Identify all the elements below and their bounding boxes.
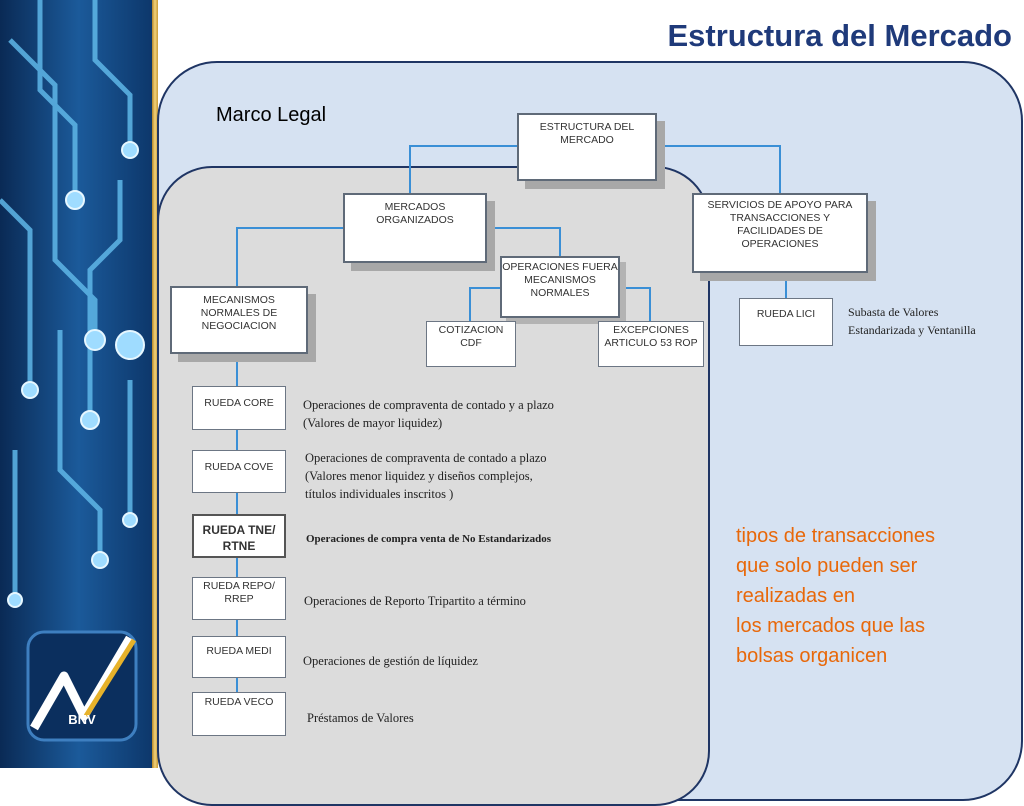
- servicios-apoyo-box: SERVICIOS DE APOYO PARA TRANSACCIONES Y …: [692, 193, 868, 273]
- rueda-cove-label: RUEDA COVE: [204, 461, 274, 473]
- rueda-veco-box: RUEDA VECO: [192, 692, 286, 736]
- excepciones-label: EXCEPCIONES ARTICULO 53 ROP: [604, 324, 698, 349]
- cotizacion-cdf-label: COTIZACION CDF: [438, 324, 504, 349]
- rueda-core-label: RUEDA CORE: [204, 397, 274, 409]
- operaciones-fuera-label: OPERACIONES FUERA MECANISMOS NORMALES: [502, 261, 618, 299]
- rueda-medi-box: RUEDA MEDI: [192, 636, 286, 678]
- rueda-cove-desc: Operaciones de compraventa de contado a …: [305, 451, 547, 501]
- rueda-lici-label: RUEDA LICI: [756, 308, 816, 320]
- rueda-medi-label: RUEDA MEDI: [206, 645, 272, 657]
- rueda-core-box: RUEDA CORE: [192, 386, 286, 430]
- marco-legal-label: Marco Legal: [216, 104, 327, 126]
- estructura-mercado-box: ESTRUCTURA DEL MERCADO: [517, 113, 657, 181]
- estructura-mercado-label: ESTRUCTURA DEL MERCADO: [539, 121, 635, 146]
- rueda-tne-desc: Operaciones de compra venta de No Estand…: [306, 533, 552, 545]
- transacciones-note: tipos de transacciones que solo pueden s…: [736, 525, 936, 667]
- rueda-tne-box: RUEDA TNE/ RTNE: [192, 514, 286, 558]
- rueda-medi-desc: Operaciones de gestión de líquidez: [303, 654, 478, 668]
- rueda-lici-box: RUEDA LICI: [739, 298, 833, 346]
- rueda-repo-label: RUEDA REPO/ RREP: [203, 580, 275, 605]
- rueda-veco-label: RUEDA VECO: [204, 696, 274, 708]
- logo-text: BNV: [68, 712, 96, 727]
- cotizacion-cdf-box: COTIZACION CDF: [426, 321, 516, 367]
- mercados-organizados-label: MERCADOS ORGANIZADOS: [376, 201, 454, 226]
- rueda-cove-box: RUEDA COVE: [192, 450, 286, 493]
- bnv-logo: BNV: [26, 630, 138, 742]
- rueda-repo-desc: Operaciones de Reporto Tripartito a térm…: [304, 594, 526, 608]
- gold-divider: [152, 0, 158, 768]
- rueda-core-desc: Operaciones de compraventa de contado y …: [303, 398, 554, 430]
- rueda-lici-desc: Subasta de Valores Estandarizada y Venta…: [848, 305, 976, 337]
- page-title: Estructura del Mercado: [667, 18, 1012, 53]
- rueda-tne-label: RUEDA TNE/ RTNE: [202, 523, 276, 553]
- operaciones-fuera-box: OPERACIONES FUERA MECANISMOS NORMALES: [500, 256, 620, 318]
- excepciones-box: EXCEPCIONES ARTICULO 53 ROP: [598, 321, 704, 367]
- rueda-repo-box: RUEDA REPO/ RREP: [192, 577, 286, 620]
- connector-lines: [236, 145, 787, 692]
- mecanismos-normales-label: MECANISMOS NORMALES DE NEGOCIACION: [200, 294, 278, 332]
- mecanismos-normales-box: MECANISMOS NORMALES DE NEGOCIACION: [170, 286, 308, 354]
- servicios-apoyo-label: SERVICIOS DE APOYO PARA TRANSACCIONES Y …: [707, 199, 853, 250]
- mercados-organizados-box: MERCADOS ORGANIZADOS: [343, 193, 487, 263]
- rueda-veco-desc: Préstamos de Valores: [307, 711, 414, 725]
